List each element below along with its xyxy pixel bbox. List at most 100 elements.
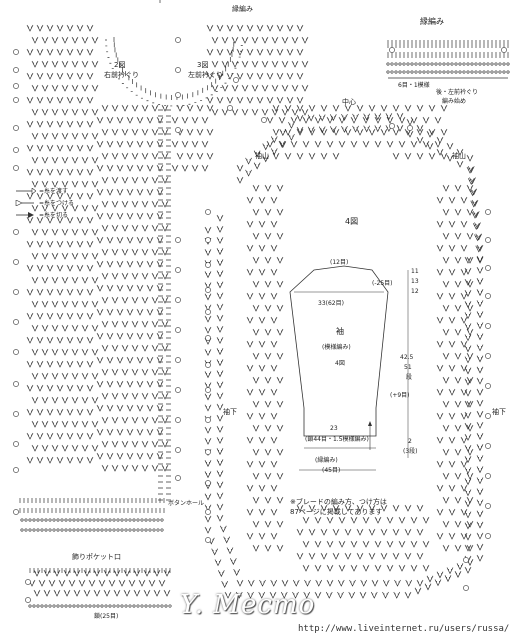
schem-top-side: (-25目) — [372, 280, 393, 287]
triangle-open-icon — [15, 199, 34, 206]
pattern-note: 後・左前衿ぐり — [436, 89, 479, 96]
schem-height-sub: 51 — [404, 364, 412, 371]
schem-bottom-total: (45目) — [322, 467, 341, 474]
schem-width-top: 33(62目) — [318, 300, 344, 307]
start-note: 編み始め — [442, 98, 467, 105]
stitch-symbols — [19, 0, 510, 608]
row-number-marker — [501, 47, 507, 53]
schem-height-rows: 段 — [406, 374, 413, 381]
row-number-marker — [175, 357, 181, 363]
pocket-label: 飾りポケット口 — [72, 553, 121, 561]
row-number-marker — [485, 413, 491, 419]
row-number-marker — [175, 297, 181, 303]
rows-note: 6目・1模様 — [398, 82, 430, 89]
row-number-marker — [485, 533, 491, 539]
braid-note-line: ※ブレードの編み方、つけ方は — [290, 498, 387, 506]
schem-bottom-edge: (縁編み) — [315, 457, 338, 464]
schem-fig: 4図 — [335, 360, 345, 367]
row-number-marker — [205, 309, 211, 315]
row-number-marker — [13, 83, 19, 89]
row-number-marker — [485, 383, 491, 389]
schem-top: (12目) — [330, 259, 349, 266]
row-number-marker — [25, 579, 31, 585]
row-number-marker — [13, 289, 19, 295]
row-number-marker — [205, 509, 211, 515]
braid-note-line: 87ページに掲載してあります — [290, 508, 383, 516]
arrow-open-icon — [16, 187, 36, 194]
row-number-marker — [175, 37, 181, 43]
row-number-marker — [233, 77, 239, 83]
legend-item-cut-yarn: =糸を切る — [14, 210, 68, 219]
row-number-marker — [227, 105, 233, 111]
row-number-marker — [13, 411, 19, 417]
schem-side-rows: (+9目) — [390, 392, 410, 399]
triangle-filled-icon — [16, 211, 34, 218]
row-number-marker — [485, 323, 491, 329]
row-number-marker — [13, 319, 19, 325]
row-number-marker — [13, 467, 19, 473]
row-number-marker — [175, 237, 181, 243]
row-number-marker — [205, 335, 211, 341]
row-number-marker — [463, 585, 469, 591]
center-label: 中心 — [342, 98, 356, 106]
row-number-marker — [407, 125, 413, 131]
row-number-marker — [205, 287, 211, 293]
edge-top-label: 縁編み — [232, 5, 253, 13]
edge-pattern-title: 縁編み — [420, 17, 444, 26]
right-front-neck-label: 右前衿ぐり — [104, 71, 139, 79]
row-number-marker — [205, 237, 211, 243]
source-url: http://www.liveinternet.ru/users/russa/ — [296, 624, 512, 634]
row-number-marker — [13, 441, 19, 447]
fig2-label: 2図 — [114, 61, 126, 69]
row-number-marker — [175, 447, 181, 453]
row-number-marker — [389, 123, 395, 129]
row-number-marker — [13, 49, 19, 55]
row-number-marker — [485, 209, 491, 215]
row-number-marker — [485, 265, 491, 271]
schem-bottom-small-rows: (3段) — [403, 448, 418, 455]
row-number-marker — [485, 473, 491, 479]
row-number-marker — [485, 237, 491, 243]
schem-r13: 13 — [411, 278, 419, 285]
schem-bottom-width: 23 — [330, 425, 338, 432]
row-number-marker — [13, 67, 19, 73]
legend-item-attach-yarn: =糸をつける — [14, 198, 74, 207]
row-number-marker — [389, 47, 395, 53]
row-number-marker — [485, 443, 491, 449]
schem-height-main: 42.5 — [400, 354, 414, 361]
buttonhole-label: ボタンホール — [168, 500, 205, 507]
row-number-marker — [175, 327, 181, 333]
legend-label: =糸を切る — [39, 212, 69, 219]
left-front-neck-label: 左前衿ぐり — [188, 71, 223, 79]
pocket-count-label: 鎖(25目) — [94, 613, 119, 620]
row-number-marker — [175, 67, 181, 73]
row-number-marker — [205, 209, 211, 215]
row-number-marker — [205, 362, 211, 368]
row-number-marker — [13, 97, 19, 103]
row-number-marker — [13, 125, 19, 131]
row-number-marker — [13, 349, 19, 355]
schem-r11: 11 — [411, 268, 419, 275]
legend-label: =糸を渡す — [39, 188, 69, 195]
row-number-marker — [175, 127, 181, 133]
legend-label: =糸をつける — [39, 200, 75, 207]
row-number-marker — [13, 229, 19, 235]
schem-bottom-small: 2 — [408, 438, 412, 445]
schem-r12: 12 — [411, 288, 419, 295]
schem-name: 袖 — [336, 327, 344, 336]
fig3-label: 3図 — [197, 61, 209, 69]
row-number-marker — [175, 387, 181, 393]
row-number-marker — [463, 557, 469, 563]
row-number-marker — [485, 293, 491, 299]
row-number-marker — [13, 381, 19, 387]
row-number-marker — [175, 92, 181, 98]
schem-bottom-detail: (鎖44目・1.5模様編み) — [305, 436, 369, 443]
row-number-marker — [175, 417, 181, 423]
row-number-marker — [261, 117, 267, 123]
row-number-marker — [13, 147, 19, 153]
row-number-marker — [205, 387, 211, 393]
row-number-marker — [175, 267, 181, 273]
sleeve-cap-right-label: 袖山 — [452, 152, 466, 160]
row-number-marker — [13, 509, 19, 515]
